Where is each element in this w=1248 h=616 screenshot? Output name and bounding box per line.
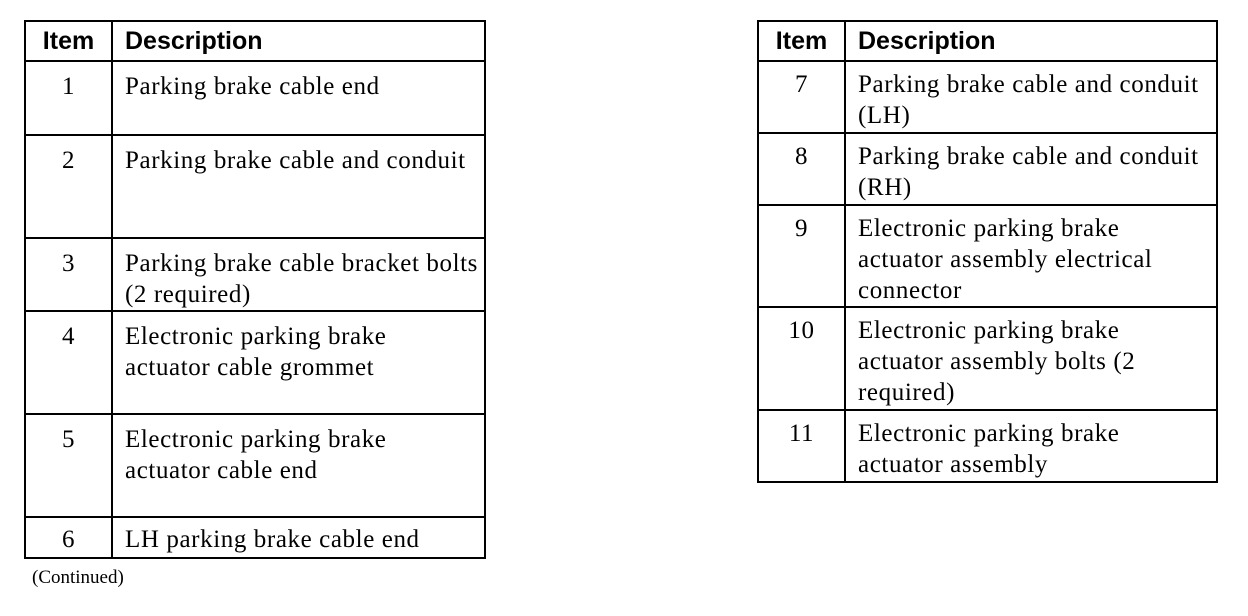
- item-description: Electronic parking brake actuator cable …: [111, 413, 486, 518]
- item-description: Electronic parking brake actuator assemb…: [844, 306, 1218, 411]
- item-description: Parking brake cable and conduit: [111, 134, 486, 239]
- item-number: 7: [757, 60, 846, 134]
- table-header-row: Item Description: [757, 20, 1218, 62]
- item-number: 10: [757, 306, 846, 411]
- description-column-header: Description: [844, 20, 1218, 62]
- table-row: 4 Electronic parking brake actuator cabl…: [24, 310, 486, 415]
- table-row: 8 Parking brake cable and conduit (RH): [757, 132, 1218, 206]
- continued-note: (Continued): [32, 567, 124, 588]
- item-number: 6: [24, 516, 113, 559]
- item-column-header: Item: [757, 20, 846, 62]
- description-column-header: Description: [111, 20, 486, 62]
- table-row: 1 Parking brake cable end: [24, 60, 486, 136]
- item-number: 2: [24, 134, 113, 239]
- item-column-header: Item: [24, 20, 113, 62]
- item-number: 11: [757, 409, 846, 483]
- item-number: 5: [24, 413, 113, 518]
- item-description: Parking brake cable and conduit (LH): [844, 60, 1218, 134]
- item-description: Parking brake cable and conduit (RH): [844, 132, 1218, 206]
- item-description: Parking brake cable end: [111, 60, 486, 136]
- item-description: Electronic parking brake actuator assemb…: [844, 204, 1218, 308]
- item-description: Electronic parking brake actuator assemb…: [844, 409, 1218, 483]
- item-number: 1: [24, 60, 113, 136]
- item-number: 9: [757, 204, 846, 308]
- parts-table-left: Item Description 1 Parking brake cable e…: [24, 20, 486, 559]
- item-description: LH parking brake cable end: [111, 516, 486, 559]
- table-row: 5 Electronic parking brake actuator cabl…: [24, 413, 486, 518]
- table-row: 10 Electronic parking brake actuator ass…: [757, 306, 1218, 411]
- table-row: 9 Electronic parking brake actuator asse…: [757, 204, 1218, 308]
- table-header-row: Item Description: [24, 20, 486, 62]
- table-row: 7 Parking brake cable and conduit (LH): [757, 60, 1218, 134]
- item-number: 4: [24, 310, 113, 415]
- item-description: Parking brake cable bracket bolts (2 req…: [111, 237, 486, 312]
- parts-table-right: Item Description 7 Parking brake cable a…: [757, 20, 1218, 483]
- table-row: 3 Parking brake cable bracket bolts (2 r…: [24, 237, 486, 312]
- table-row: 6 LH parking brake cable end: [24, 516, 486, 559]
- item-number: 3: [24, 237, 113, 312]
- item-number: 8: [757, 132, 846, 206]
- table-row: 11 Electronic parking brake actuator ass…: [757, 409, 1218, 483]
- table-row: 2 Parking brake cable and conduit: [24, 134, 486, 239]
- item-description: Electronic parking brake actuator cable …: [111, 310, 486, 415]
